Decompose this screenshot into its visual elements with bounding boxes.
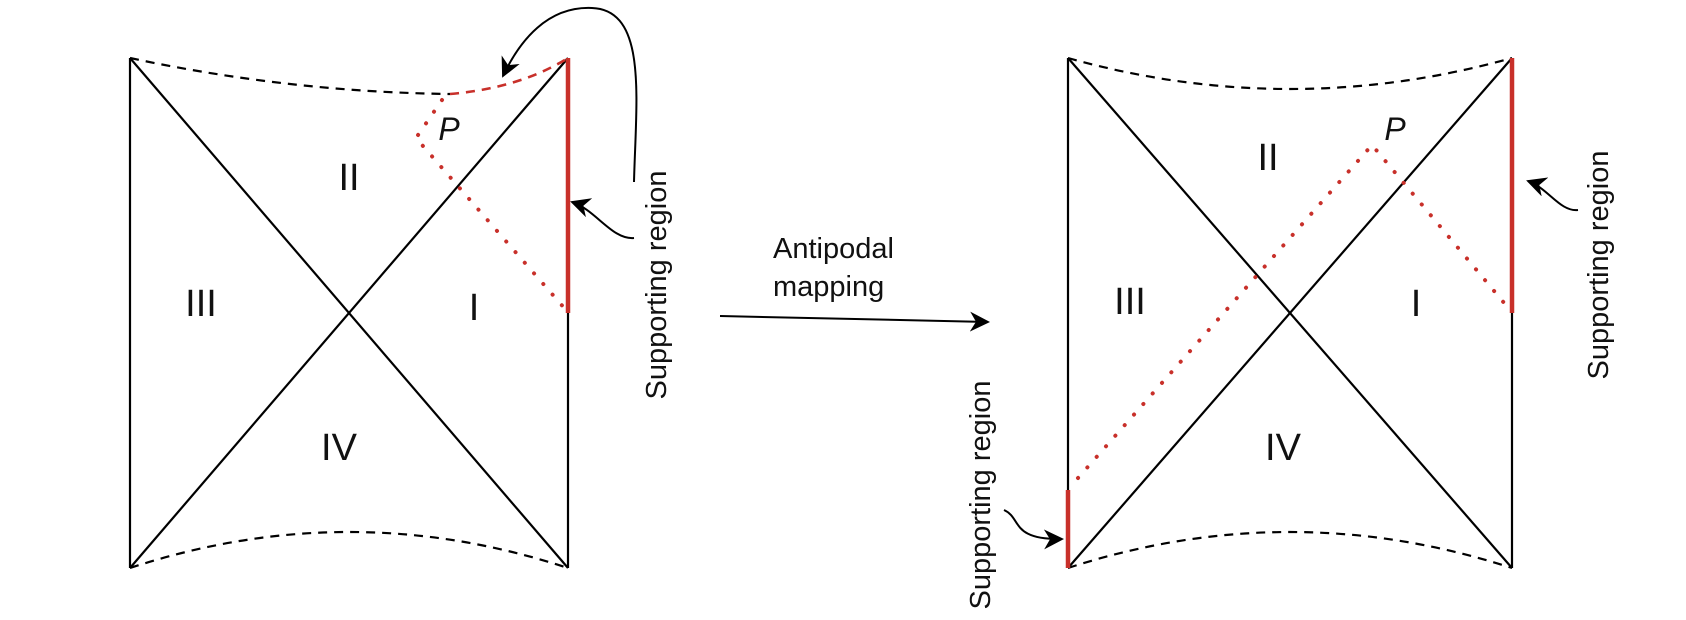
right-region-I-label: I <box>1411 283 1422 325</box>
left-diagram-curved-arrow <box>501 6 638 183</box>
right-diagram-bottom-singularity <box>1067 530 1513 570</box>
right-point-p-label: P <box>1384 111 1406 147</box>
right-diagram-diagonal-2 <box>1067 57 1513 569</box>
left-diagram-top-singularity-red-segment <box>449 56 569 96</box>
left-point-p-label: P <box>438 111 460 147</box>
left-diagram-bottom-singularity <box>129 530 569 570</box>
mapping-label-line-2: mapping <box>773 271 884 303</box>
right-penrose-diagram: II III I IV P Supporting region Supporti… <box>965 56 1615 610</box>
left-diagram-top-singularity <box>129 56 451 96</box>
left-diagram-support-arrow <box>570 198 635 240</box>
right-supporting-region-label: Supporting region <box>1583 151 1615 380</box>
left-region-IV-label: IV <box>321 427 358 469</box>
left-diagram-diagonal-2 <box>129 57 569 569</box>
mapping-label-line-1: Antipodal <box>773 233 894 265</box>
left-region-III-label: III <box>185 283 217 325</box>
right-diagram-left-support-arrow <box>1003 509 1064 550</box>
left-penrose-diagram: II III I IV P Supporting region <box>128 6 673 570</box>
left-diagram-light-cone-from-p <box>413 98 568 312</box>
right-region-II-label: II <box>1257 137 1278 179</box>
antipodal-mapping: Antipodal mapping <box>719 233 990 332</box>
mapping-arrow <box>719 311 990 332</box>
right-diagram-top-singularity <box>1067 56 1513 91</box>
right-region-III-label: III <box>1114 281 1146 323</box>
left-supporting-region-label: Supporting region <box>641 171 673 400</box>
right-region-IV-label: IV <box>1265 427 1302 469</box>
left-region-II-label: II <box>338 157 359 199</box>
right-diagram-support-arrow <box>1526 177 1579 212</box>
right-antipodal-supporting-region-label: Supporting region <box>965 381 997 610</box>
left-region-I-label: I <box>469 287 480 329</box>
